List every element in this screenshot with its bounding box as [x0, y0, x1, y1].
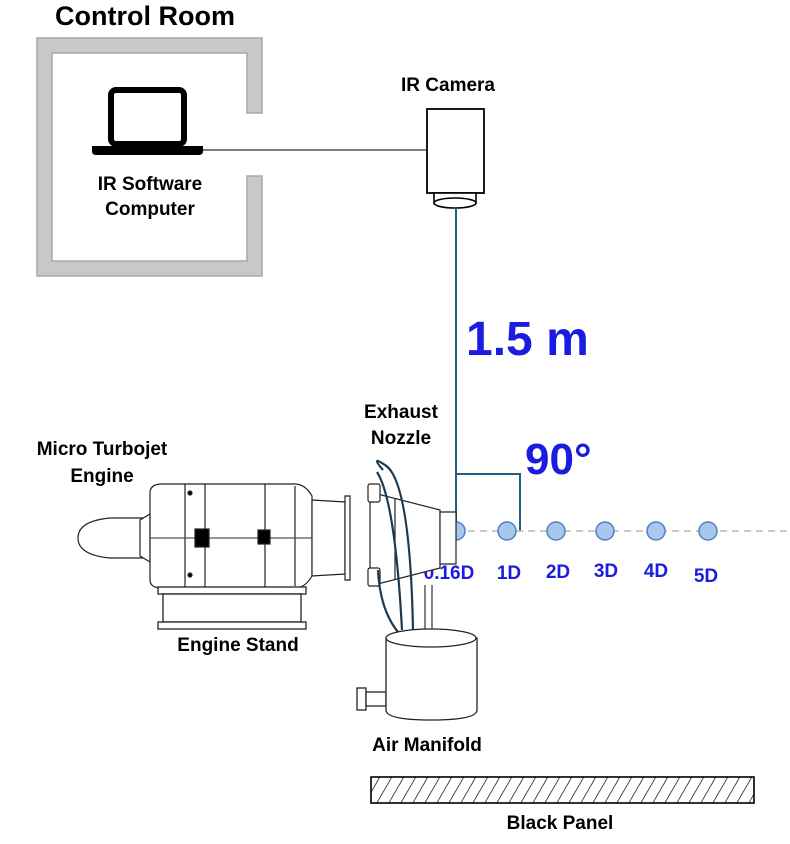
air-manifold-label: Air Manifold	[372, 735, 482, 756]
measurement-point-3D	[595, 521, 615, 541]
black-panel-icon	[370, 776, 755, 804]
exhaust-nozzle-label-line2: Nozzle	[371, 428, 431, 449]
engine-stand-label: Engine Stand	[177, 635, 298, 656]
exhaust-nozzle-label-line1: Exhaust	[364, 402, 439, 423]
black-panel-label: Black Panel	[507, 813, 614, 834]
measurement-point-label-1D: 1D	[497, 563, 521, 584]
engine-stand-icon	[157, 586, 307, 630]
measurement-point-label-5D: 5D	[694, 566, 718, 587]
distance-label: 1.5 m	[466, 313, 589, 366]
measurement-point-1D	[497, 521, 517, 541]
engine-label-line1: Micro Turbojet	[37, 439, 168, 460]
control-room-title: Control Room	[55, 1, 235, 31]
measurement-point-4D	[646, 521, 666, 541]
angle-label: 90°	[525, 435, 592, 484]
measurement-point-label-2D: 2D	[546, 562, 570, 583]
air-supply-tubes	[375, 459, 433, 633]
laptop-icon	[92, 87, 203, 155]
measurement-point-2D	[546, 521, 566, 541]
engine-label-line2: Engine	[70, 466, 133, 487]
air-manifold-icon	[356, 628, 478, 721]
measurement-point-5D	[698, 521, 718, 541]
turbojet-engine-icon	[77, 483, 457, 589]
ir-camera-icon	[426, 108, 485, 209]
measurement-point-label-4D: 4D	[644, 561, 668, 582]
ir-camera-label: IR Camera	[401, 75, 495, 96]
measurement-point-label-3D: 3D	[594, 561, 618, 582]
ir-software-label-line1: IR Software	[98, 174, 203, 195]
control-room-wall	[36, 37, 263, 277]
control-room: Control Room	[36, 1, 263, 277]
ir-software-label-line2: Computer	[105, 199, 195, 220]
right-angle-marker	[456, 473, 521, 531]
